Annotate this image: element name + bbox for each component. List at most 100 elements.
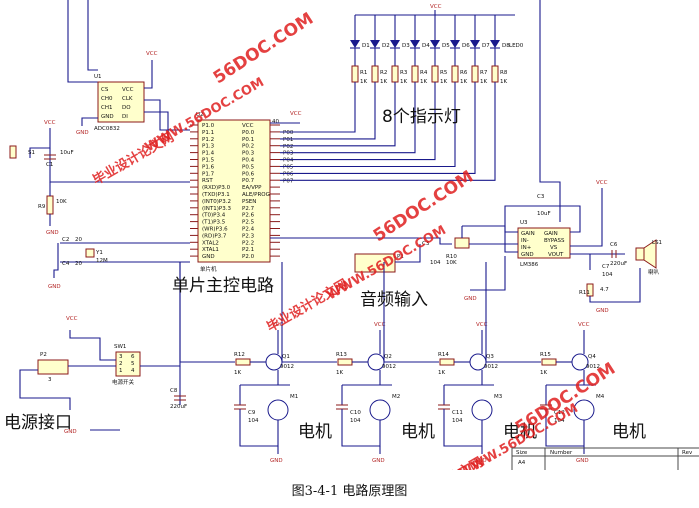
adc-chip: U1 ADC0832 CS CH0 CH1 GND VCC CLK DO DI … <box>76 51 190 140</box>
amplifier-chip: U3 LM386 GAIN IN- IN+ GND GAIN BYPASS VS… <box>270 180 662 314</box>
svg-text:1K: 1K <box>360 79 367 85</box>
svg-text:IN+: IN+ <box>521 245 532 251</box>
svg-text:10uF: 10uF <box>60 150 74 156</box>
svg-text:D5: D5 <box>442 43 450 49</box>
svg-text:IN-: IN- <box>521 238 529 244</box>
svg-text:VCC: VCC <box>578 322 590 328</box>
svg-text:P0.1: P0.1 <box>242 137 254 143</box>
svg-text:GND: GND <box>521 252 534 258</box>
svg-text:P0.7: P0.7 <box>242 178 255 184</box>
svg-text:C4: C4 <box>62 261 70 267</box>
svg-text:104: 104 <box>430 260 441 266</box>
svg-text:C1: C1 <box>46 162 53 168</box>
svg-text:R15: R15 <box>540 352 551 358</box>
svg-text:40: 40 <box>272 119 279 125</box>
svg-text:P03: P03 <box>283 151 294 157</box>
svg-text:EA/VPP: EA/VPP <box>242 185 262 191</box>
svg-text:R4: R4 <box>420 70 428 76</box>
svg-text:P1.4: P1.4 <box>202 151 215 157</box>
svg-text:1K: 1K <box>400 79 407 85</box>
svg-text:M2: M2 <box>392 394 400 400</box>
svg-text:10K: 10K <box>446 260 457 266</box>
svg-text:9012: 9012 <box>586 364 600 370</box>
svg-text:S1: S1 <box>28 150 35 156</box>
power-input: P2 3 SW1 电源开关 3 2 1 6 5 4 C8 220uF VCC G… <box>19 262 187 435</box>
svg-text:Y1: Y1 <box>95 250 103 256</box>
svg-text:M1: M1 <box>290 394 298 400</box>
svg-text:Q2: Q2 <box>384 354 392 360</box>
svg-text:3: 3 <box>119 354 123 360</box>
mcu-region-label: 单片主控电路 <box>172 276 274 296</box>
svg-text:GAIN: GAIN <box>521 231 535 237</box>
svg-text:M3: M3 <box>494 394 503 400</box>
svg-text:SW1: SW1 <box>114 344 126 350</box>
svg-text:PSEN: PSEN <box>242 199 256 205</box>
svg-text:1K: 1K <box>460 79 467 85</box>
svg-text:P2.6: P2.6 <box>242 213 255 219</box>
svg-text:GAIN: GAIN <box>544 231 558 237</box>
svg-text:R3: R3 <box>400 70 408 76</box>
svg-text:R6: R6 <box>460 70 468 76</box>
svg-text:XTAL2: XTAL2 <box>202 240 219 246</box>
svg-text:6: 6 <box>131 354 135 360</box>
reset-circuit: VCC S1 C1 10uF R9 10K GND C2 20 C4 20 Y1… <box>9 120 190 290</box>
svg-text:P0.0: P0.0 <box>242 130 255 136</box>
svg-text:P2: P2 <box>40 352 47 358</box>
led-region-label: 8个指示灯 <box>382 107 461 127</box>
figure-caption: 图3-4-1 电路原理图 <box>291 484 408 499</box>
svg-text:P1.7: P1.7 <box>202 171 215 177</box>
svg-text:P06: P06 <box>283 171 294 177</box>
svg-text:喇叭: 喇叭 <box>648 268 660 276</box>
svg-text:C8: C8 <box>170 388 178 394</box>
svg-text:D3: D3 <box>402 43 410 49</box>
svg-text:GND: GND <box>202 254 215 260</box>
motor-drivers: R121KQ19012VCCC9104M1GNDR131KQ29012VCCC1… <box>179 262 605 464</box>
svg-text:C7: C7 <box>602 264 610 270</box>
svg-text:D6: D6 <box>462 43 470 49</box>
svg-text:10K: 10K <box>56 199 67 205</box>
svg-text:CLK: CLK <box>122 96 133 102</box>
svg-text:VCC: VCC <box>66 316 78 322</box>
svg-text:CS: CS <box>101 87 109 93</box>
svg-text:C10: C10 <box>350 410 361 416</box>
svg-text:Q3: Q3 <box>486 354 494 360</box>
svg-text:1K: 1K <box>440 79 447 85</box>
svg-text:9012: 9012 <box>484 364 498 370</box>
u1-ref: U1 <box>94 74 102 80</box>
svg-text:GND: GND <box>46 230 59 236</box>
svg-text:R10: R10 <box>446 254 457 260</box>
mcu-chip: U2 单片机 40 P1.0P1.1P1.2P1.3P1.4P1.5P1.6P1… <box>190 111 302 273</box>
svg-text:GND: GND <box>270 458 283 464</box>
svg-text:VCC: VCC <box>430 4 442 10</box>
svg-text:GND: GND <box>596 308 609 314</box>
motor4-label: 电机 <box>612 422 646 442</box>
svg-text:9012: 9012 <box>382 364 396 370</box>
svg-text:R5: R5 <box>440 70 448 76</box>
svg-text:R12: R12 <box>234 352 245 358</box>
svg-text:C2: C2 <box>62 237 69 243</box>
svg-text:C11: C11 <box>452 410 463 416</box>
svg-text:VCC: VCC <box>596 180 608 186</box>
svg-text:D4: D4 <box>422 43 430 49</box>
svg-text:(WR)P3.6: (WR)P3.6 <box>202 227 228 233</box>
svg-text:P1: P1 <box>397 254 404 260</box>
svg-text:GND: GND <box>464 296 477 302</box>
svg-text:电源开关: 电源开关 <box>112 378 135 386</box>
svg-text:Number: Number <box>550 450 573 456</box>
motor1-label: 电机 <box>298 422 332 442</box>
svg-text:104: 104 <box>602 272 613 278</box>
svg-text:1K: 1K <box>234 370 241 376</box>
svg-text:Size: Size <box>516 450 528 456</box>
svg-text:1K: 1K <box>438 370 445 376</box>
svg-text:U3: U3 <box>520 220 528 226</box>
u2-name: 单片机 <box>200 265 217 273</box>
svg-text:104: 104 <box>350 418 361 424</box>
svg-text:GND: GND <box>101 114 114 120</box>
